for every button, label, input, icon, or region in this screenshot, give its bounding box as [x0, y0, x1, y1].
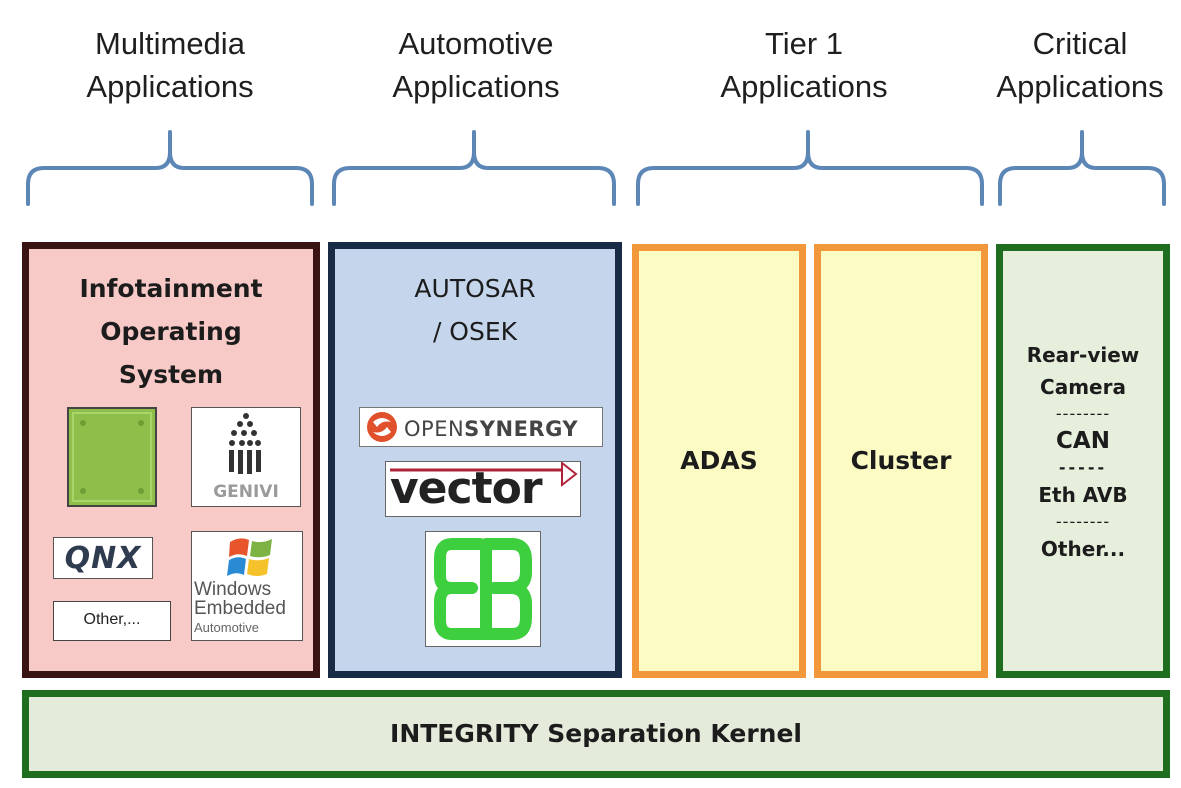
header-automotive-line1: Automotive	[398, 26, 554, 61]
header-braces	[26, 130, 1166, 206]
vector-arrow-icon	[390, 462, 578, 488]
header-multimedia: Multimedia Applications	[20, 22, 320, 108]
windows-flag-icon	[227, 538, 272, 576]
header-tier1: Tier 1 Applications	[654, 22, 954, 108]
eb-icon	[434, 538, 532, 640]
adas-box: ADAS	[632, 244, 806, 678]
critical-list: Rear-view Camera -------- CAN ----- Eth …	[1003, 339, 1163, 565]
critical-separator: -----	[1058, 458, 1108, 477]
infotainment-title-line3: System	[118, 360, 224, 389]
infotainment-title-line2: Operating	[100, 317, 242, 346]
other-os-box: Other,...	[53, 601, 171, 641]
windows-embedded-wordmark: Windows Embedded Automotive	[194, 580, 286, 637]
autosar-title: AUTOSAR / OSEK	[335, 267, 615, 353]
adas-label: ADAS	[680, 446, 758, 475]
opensynergy-wordmark: OPENSYNERGY	[404, 417, 578, 441]
header-tier1-line2: Applications	[720, 69, 888, 104]
windows-line1: Windows	[194, 579, 272, 600]
header-multimedia-line1: Multimedia	[95, 26, 245, 61]
vector-logo: vector	[385, 461, 581, 517]
opensynergy-wordmark-synergy: SYNERGY	[464, 417, 579, 441]
genivi-wordmark: GENIVI	[213, 482, 279, 502]
critical-item-rear-view: Rear-view	[1026, 343, 1140, 367]
critical-item-camera: Camera	[1040, 375, 1126, 399]
infotainment-title-line1: Infotainment	[79, 274, 263, 303]
critical-item-eth-avb: Eth AVB	[1038, 483, 1128, 507]
header-automotive: Automotive Applications	[326, 22, 626, 108]
other-os-label: Other,...	[83, 611, 141, 628]
autosar-osek-box: AUTOSAR / OSEK OPENSYNERGY vector	[328, 242, 622, 678]
critical-item-can: CAN	[1056, 428, 1110, 454]
critical-separator: --------	[1055, 404, 1111, 423]
header-critical-line2: Applications	[996, 69, 1164, 104]
android-logo	[67, 407, 157, 507]
critical-item-other: Other...	[1040, 537, 1126, 561]
eb-logo	[425, 531, 541, 647]
brace-automotive	[332, 130, 616, 206]
header-automotive-line2: Applications	[392, 69, 560, 104]
critical-apps-box: Rear-view Camera -------- CAN ----- Eth …	[996, 244, 1170, 678]
android-icon	[69, 409, 155, 505]
critical-separator: --------	[1055, 512, 1111, 531]
header-critical-line1: Critical	[1032, 26, 1128, 61]
qnx-logo: QNX	[53, 537, 153, 579]
opensynergy-swirl-icon	[367, 412, 397, 442]
opensynergy-logo: OPENSYNERGY	[359, 407, 603, 447]
brace-multimedia	[26, 130, 314, 206]
autosar-title-line2: / OSEK	[432, 317, 518, 346]
windows-line2: Embedded	[194, 598, 286, 619]
opensynergy-wordmark-open: OPEN	[404, 417, 465, 441]
cluster-box: Cluster	[814, 244, 988, 678]
kernel-label: INTEGRITY Separation Kernel	[390, 719, 802, 748]
genivi-dots-icon	[229, 413, 261, 474]
brace-critical	[998, 130, 1166, 206]
header-critical: Critical Applications	[980, 22, 1180, 108]
header-tier1-line1: Tier 1	[764, 26, 844, 61]
vector-wordmark: vector	[390, 463, 543, 514]
autosar-title-line1: AUTOSAR	[414, 274, 536, 303]
cluster-label: Cluster	[850, 446, 952, 475]
infotainment-title: Infotainment Operating System	[29, 267, 313, 396]
windows-embedded-logo: Windows Embedded Automotive	[191, 531, 303, 641]
windows-line3: Automotive	[194, 620, 260, 635]
integrity-kernel-bar: INTEGRITY Separation Kernel	[22, 690, 1170, 778]
qnx-wordmark: QNX	[64, 541, 142, 576]
header-multimedia-line2: Applications	[86, 69, 254, 104]
genivi-logo: GENIVI	[191, 407, 301, 507]
brace-tier1	[636, 130, 984, 206]
infotainment-os-box: Infotainment Operating System GENIVI	[22, 242, 320, 678]
